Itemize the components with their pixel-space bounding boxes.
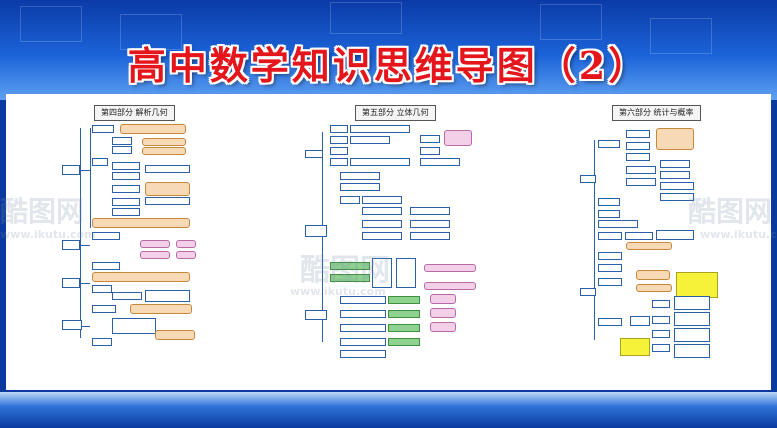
footer-background	[0, 392, 777, 428]
diagram-node	[62, 278, 80, 288]
diagram-node	[62, 240, 80, 250]
watermark-url: www.ikutu.com	[0, 228, 96, 241]
watermark-url: www.ikutu.com	[700, 228, 777, 241]
hex-decoration	[330, 2, 402, 34]
header-background	[0, 0, 777, 100]
watermark-brand: 酷图网	[0, 195, 85, 228]
section-title-analytic-geometry: 第四部分 解析几何	[94, 105, 175, 121]
hex-decoration	[20, 6, 82, 42]
watermark-url: www.ikutu.com	[290, 285, 386, 298]
section-title-statistics-probability: 第六部分 统计与概率	[612, 105, 701, 121]
diagram-node	[62, 165, 80, 175]
watermark-brand: 酷图网	[300, 253, 390, 288]
hex-decoration	[540, 4, 602, 40]
hex-decoration	[120, 14, 182, 50]
watermark-brand: 酷图网	[688, 195, 773, 228]
page-title: 高中数学知识思维导图（2）	[127, 43, 650, 88]
section-title-solid-geometry: 第五部分 立体几何	[355, 105, 436, 121]
hex-decoration	[650, 18, 712, 54]
diagram-node	[62, 320, 82, 330]
